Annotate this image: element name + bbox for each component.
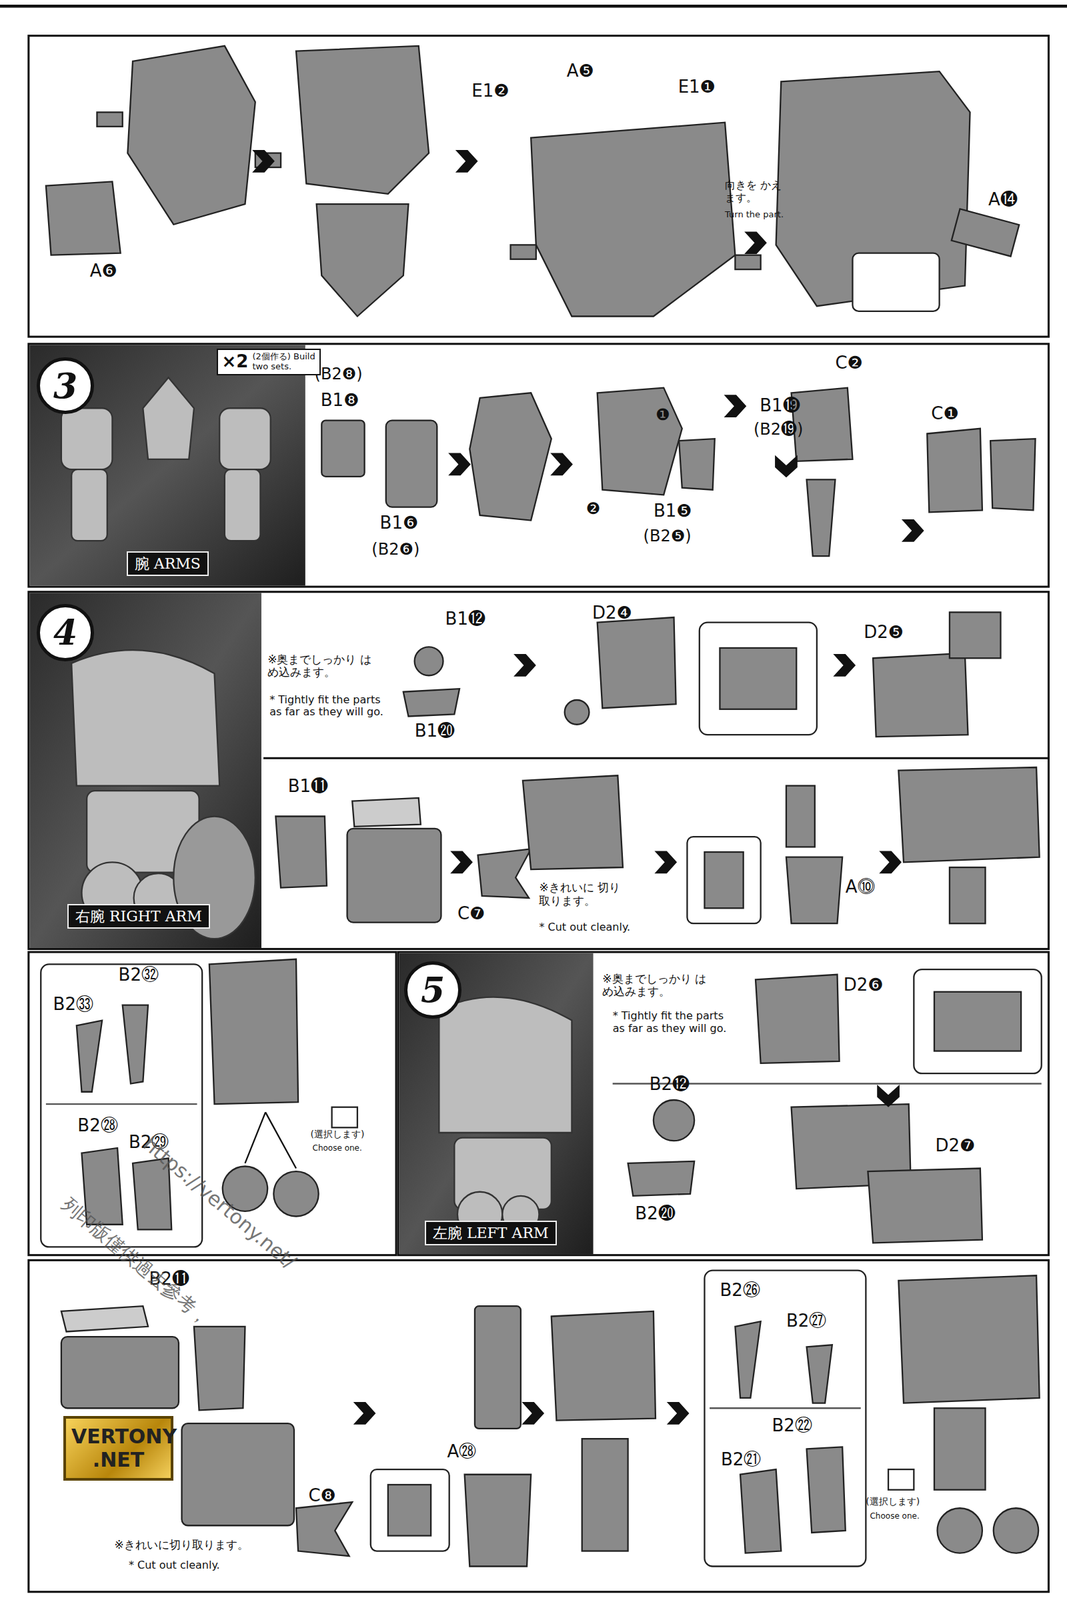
part-label: C❷	[834, 353, 863, 374]
part-label: A❺	[566, 61, 595, 82]
node-text: 4	[53, 612, 78, 653]
watermark: 列印版僅供過去參考，	[57, 1194, 215, 1332]
part-label: C❼	[457, 904, 485, 925]
note-text: ※奥までしっかり はめ込みます。	[267, 653, 380, 680]
part-label: (B2❽)	[314, 365, 363, 385]
section-title: 右腕 RIGHT ARM	[67, 904, 211, 929]
note-text: (選択します)	[865, 1496, 920, 1508]
node-text: 腕 ARMS	[134, 555, 201, 573]
part-label: A⓾	[845, 877, 875, 898]
step-number: 5	[404, 961, 462, 1019]
part-label: A❻	[90, 261, 118, 282]
node-text: 3	[53, 366, 78, 407]
part-label: B2㉖	[719, 1281, 760, 1302]
part-label: A⓮	[988, 190, 1018, 211]
part-label: B2㉒	[772, 1416, 813, 1437]
part-label: D2❹	[592, 603, 633, 624]
part-label: (B2❺)	[643, 527, 692, 547]
part-label: D2❼	[934, 1136, 975, 1157]
part-label: B2㉘	[77, 1116, 118, 1137]
part-label: D2❺	[863, 622, 904, 643]
note-text: * Tightly fit the parts as far as they w…	[612, 1010, 731, 1035]
node-text: ×2	[222, 352, 249, 373]
part-label: (B2⓳)	[753, 420, 803, 440]
part-label: B1❽	[320, 390, 360, 411]
part-label: B2㉝	[53, 994, 94, 1015]
note-text: * Tightly fit the parts as far as they w…	[269, 694, 387, 719]
step-marker: ❷	[586, 500, 601, 519]
part-label: C❶	[930, 404, 959, 425]
part-label: B1⓳	[759, 396, 800, 417]
note-text: 向きを かえます。	[724, 179, 787, 205]
step-number: 3	[36, 357, 95, 415]
part-label: B2⓬	[649, 1075, 690, 1096]
node-text: 右腕 RIGHT ARM	[75, 908, 203, 925]
watermark-badge: VERTONY .NET	[63, 1416, 174, 1482]
note-text: ※奥までしっかり はめ込みます。	[602, 972, 710, 999]
part-label: D2❻	[843, 975, 884, 996]
node-text: 5	[420, 970, 445, 1011]
part-label: B1❻	[380, 513, 419, 534]
step-number: 4	[36, 604, 95, 662]
part-label: B2㉜	[118, 965, 159, 986]
part-label: B1⓴	[414, 721, 455, 742]
watermark: https://vertony.net/	[138, 1133, 300, 1274]
note-text: ※きれいに 切り取ります。	[538, 881, 621, 908]
note-text: Choose one.	[869, 1512, 919, 1522]
note-text: * Cut out cleanly.	[538, 921, 631, 934]
note-text: (選択します)	[310, 1129, 365, 1140]
part-label: B1❺	[653, 501, 693, 522]
step-marker: ❶	[655, 406, 671, 425]
node-text: (2個作る) Build two sets.	[252, 352, 316, 373]
part-label: B2㉗	[786, 1311, 827, 1332]
section-title: 腕 ARMS	[126, 551, 209, 577]
part-label: E1❶	[678, 77, 716, 98]
section-title: 左腕 LEFT ARM	[424, 1221, 557, 1246]
part-label: B2㉑	[720, 1450, 761, 1471]
note-text: Turn the part.	[724, 210, 784, 221]
part-label: B2⓴	[634, 1204, 675, 1225]
part-label: A㉘	[447, 1442, 477, 1463]
note-text: Choose one.	[312, 1144, 363, 1154]
quantity-box: ×2(2個作る) Build two sets.	[216, 348, 322, 376]
part-label: E1❷	[471, 81, 509, 102]
part-label: C❽	[308, 1486, 336, 1507]
part-label: (B2❻)	[371, 540, 420, 560]
node-text: 左腕 LEFT ARM	[432, 1225, 549, 1242]
part-label: B1⓬	[445, 609, 486, 630]
note-text: ※きれいに切り取ります。	[114, 1539, 249, 1553]
note-text: * Cut out cleanly.	[128, 1559, 221, 1572]
part-label: B1⓫	[288, 776, 329, 797]
node-text: VERTONY .NET	[71, 1425, 166, 1472]
